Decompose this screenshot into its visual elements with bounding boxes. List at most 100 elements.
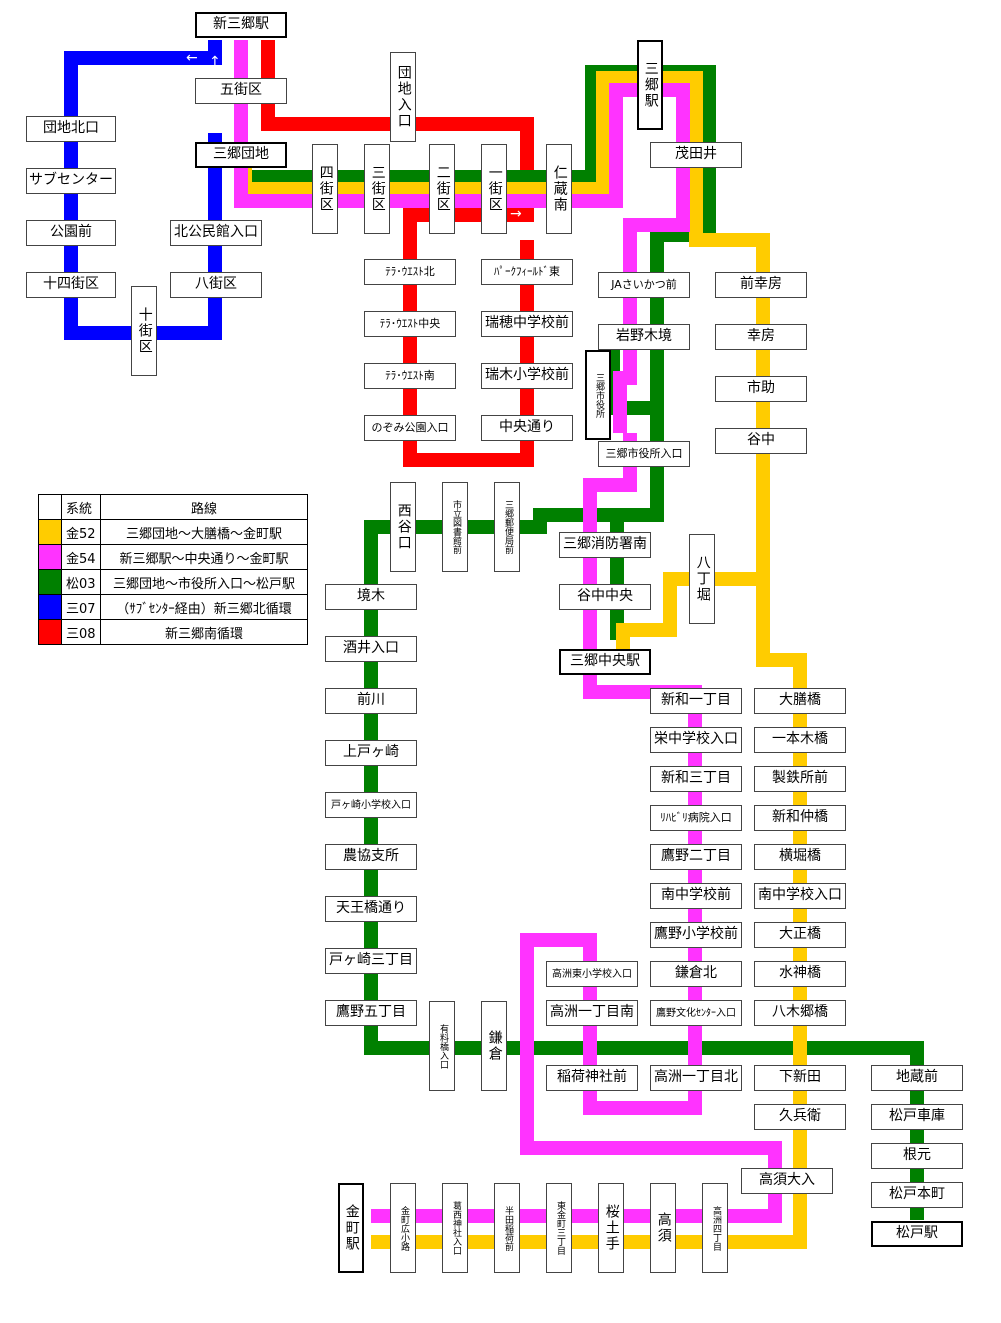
stop-toshokan[interactable]: 市立図書館前 (442, 482, 468, 572)
stop-takano5[interactable]: 鷹野五丁目 (325, 1000, 417, 1026)
stop-sakae-chu[interactable]: 栄中学校入口 (650, 727, 742, 753)
stop-ippongi[interactable]: 一本木橋 (754, 727, 846, 753)
stop-kubei[interactable]: 久兵衛 (754, 1104, 846, 1130)
stop-koen-mae[interactable]: 公園前 (26, 220, 116, 246)
stop-terra-minami[interactable]: ﾃﾗ･ｳｴｽﾄ南 (364, 363, 456, 389)
stop-ninzo-minami[interactable]: 仁蔵南 (546, 144, 572, 234)
stop-shin-misato[interactable]: 新三郷駅 (195, 12, 287, 38)
stop-yubinkyoku[interactable]: 三郷郵便局前 (494, 482, 520, 572)
stop-minami-chu-mae[interactable]: 南中学校前 (650, 883, 742, 909)
stop-matsudo-honcho[interactable]: 松戸本町 (871, 1182, 963, 1208)
stop-suijin[interactable]: 水神橋 (754, 961, 846, 987)
stop-maegawa[interactable]: 前川 (325, 688, 417, 714)
stop-togasaki-sho[interactable]: 戸ヶ崎小学校入口 (325, 792, 417, 818)
stop-misato-chuo[interactable]: 三郷中央駅 (559, 649, 651, 675)
legend-swatch (38, 594, 62, 620)
stop-kamakura[interactable]: 鎌倉 (481, 1001, 507, 1091)
stop-terra-chuo[interactable]: ﾃﾗ･ｳｴｽﾄ中央 (364, 311, 456, 337)
stop-kamakura-kita[interactable]: 鎌倉北 (650, 961, 742, 987)
stop-shinwa1[interactable]: 新和一丁目 (650, 688, 742, 714)
stop-shobosho[interactable]: 三郷消防署南 (559, 532, 651, 558)
legend-row: 三08 新三郷南循環 (38, 619, 308, 645)
stop-hatchobori[interactable]: 八丁堀 (689, 534, 715, 624)
stop-kobo[interactable]: 幸房 (715, 324, 807, 350)
stop-togasaki3[interactable]: 戸ヶ崎三丁目 (325, 948, 417, 974)
stop-matsudo-eki[interactable]: 松戸駅 (871, 1221, 963, 1247)
stop-arishina[interactable]: 有料橋入口 (429, 1001, 455, 1091)
arrow-left-icon: ← (186, 50, 198, 66)
stop-nishiyaguchi[interactable]: 西谷口 (390, 482, 416, 572)
stop-hachi-gaiku[interactable]: 八街区 (170, 272, 262, 298)
stop-iwanoki[interactable]: 岩野木境 (598, 324, 690, 350)
stop-shiyakusho[interactable]: 三郷市役所 (585, 350, 611, 440)
stop-takasu1-kita[interactable]: 高洲一丁目北 (650, 1065, 742, 1091)
stop-kita-kominkan[interactable]: 北公民館入口 (170, 220, 262, 246)
stop-mizuho-chu[interactable]: 瑞穂中学校前 (481, 311, 573, 337)
stop-takasu1-minami[interactable]: 高洲一丁目南 (546, 1000, 638, 1026)
stop-handa[interactable]: 半田稲荷前 (494, 1183, 520, 1273)
stop-sakaiki[interactable]: 境木 (325, 584, 417, 610)
stop-kanamachi-hiro[interactable]: 金町広小路 (390, 1183, 416, 1273)
legend-route: 三郷団地～市役所入口～松戸駅 (100, 569, 308, 595)
stop-takasu4[interactable]: 高洲四丁目 (702, 1183, 728, 1273)
stop-seitetsu[interactable]: 製鉄所前 (754, 766, 846, 792)
stop-yanaka-chuo[interactable]: 谷中中央 (559, 584, 651, 610)
stop-yokoborimbashi[interactable]: 横堀橋 (754, 844, 846, 870)
stop-chuo-dori[interactable]: 中央通り (481, 415, 573, 441)
stop-takano2[interactable]: 鷹野二丁目 (650, 844, 742, 870)
stop-kanamachi[interactable]: 金町駅 (338, 1183, 364, 1273)
stop-park-field[interactable]: ﾊﾟｰｸﾌｨｰﾙﾄﾞ東 (481, 259, 573, 285)
stop-nemoto[interactable]: 根元 (871, 1143, 963, 1169)
stop-daizenbashi[interactable]: 大膳橋 (754, 688, 846, 714)
legend-code: 金52 (61, 519, 101, 545)
stop-shinwa3[interactable]: 新和三丁目 (650, 766, 742, 792)
stop-danchi-kitaguchi[interactable]: 団地北口 (26, 116, 116, 142)
stop-terra-kita[interactable]: ﾃﾗ･ｳｴｽﾄ北 (364, 259, 456, 285)
stop-tenno[interactable]: 天王橋通り (325, 896, 417, 922)
stop-takano-bunka[interactable]: 鷹野文化ｾﾝﾀｰ入口 (650, 1000, 742, 1026)
stop-minami-chu-iri[interactable]: 南中学校入口 (754, 883, 846, 909)
stop-mota-i[interactable]: 茂田井 (650, 142, 742, 168)
stop-sub-center[interactable]: サブセンター (26, 168, 116, 194)
stop-takasu-higashi[interactable]: 高洲東小学校入口 (546, 961, 638, 987)
stop-higashi-kanamachi[interactable]: 東金町三丁目 (546, 1183, 572, 1273)
stop-yon-gaiku[interactable]: 四街区 (312, 144, 338, 234)
stop-inari[interactable]: 稲荷神社前 (546, 1065, 638, 1091)
stop-sakura-tsutsumi[interactable]: 桜土手 (598, 1183, 624, 1273)
legend-row: 金52 三郷団地～大膳橋～金町駅 (38, 519, 308, 545)
stop-yagi-go[interactable]: 八木郷橋 (754, 1000, 846, 1026)
stop-juyon-gaiku[interactable]: 十四街区 (26, 272, 116, 298)
stop-rehab[interactable]: ﾘﾊﾋﾞﾘ病院入口 (650, 805, 742, 831)
stop-mae-kobo[interactable]: 前幸房 (715, 272, 807, 298)
stop-san-gaiku[interactable]: 三街区 (364, 144, 390, 234)
stop-go-gaiku[interactable]: 五街区 (195, 78, 287, 104)
stop-misato-danchi[interactable]: 三郷団地 (195, 142, 287, 168)
stop-ja-saikatsu[interactable]: JAさいかつ前 (598, 272, 690, 298)
stop-ichi-gaiku[interactable]: 一街区 (481, 144, 507, 234)
stop-kakiage[interactable]: 葛西神社入口 (442, 1183, 468, 1273)
legend-route: 新三郷南循環 (100, 619, 308, 645)
stop-shiyakusho-iriguchi[interactable]: 三郷市役所入口 (598, 441, 690, 467)
stop-yanaka[interactable]: 谷中 (715, 428, 807, 454)
stop-misato-eki[interactable]: 三郷駅 (637, 40, 663, 130)
stop-mizuki-sho[interactable]: 瑞木小学校前 (481, 363, 573, 389)
stop-takasu[interactable]: 高須 (650, 1183, 676, 1273)
stop-ju-gaiku[interactable]: 十街区 (131, 286, 157, 376)
stop-danchi-iriguchi[interactable]: 団地入口 (390, 52, 416, 142)
stop-matsudo-shako[interactable]: 松戸車庫 (871, 1104, 963, 1130)
stop-taisho[interactable]: 大正橋 (754, 922, 846, 948)
stop-shinwa-naka[interactable]: 新和仲橋 (754, 805, 846, 831)
stop-nozomi[interactable]: のぞみ公園入口 (364, 415, 456, 441)
stop-takano-sho[interactable]: 鷹野小学校前 (650, 922, 742, 948)
stop-ni-gaiku[interactable]: 二街区 (429, 144, 455, 234)
stop-shimo-shinden[interactable]: 下新田 (754, 1065, 846, 1091)
stop-kamitogasaki[interactable]: 上戸ヶ崎 (325, 740, 417, 766)
legend-row: 金54 新三郷駅～中央通り～金町駅 (38, 544, 308, 570)
stop-nokyo[interactable]: 農協支所 (325, 844, 417, 870)
stop-ichisuke[interactable]: 市助 (715, 376, 807, 402)
stop-sakai-iriguchi[interactable]: 酒井入口 (325, 636, 417, 662)
stop-takasu-dai[interactable]: 高須大入 (741, 1168, 833, 1194)
stop-jizo-mae[interactable]: 地蔵前 (871, 1065, 963, 1091)
arrow-down-icon: ↓ (520, 226, 532, 242)
